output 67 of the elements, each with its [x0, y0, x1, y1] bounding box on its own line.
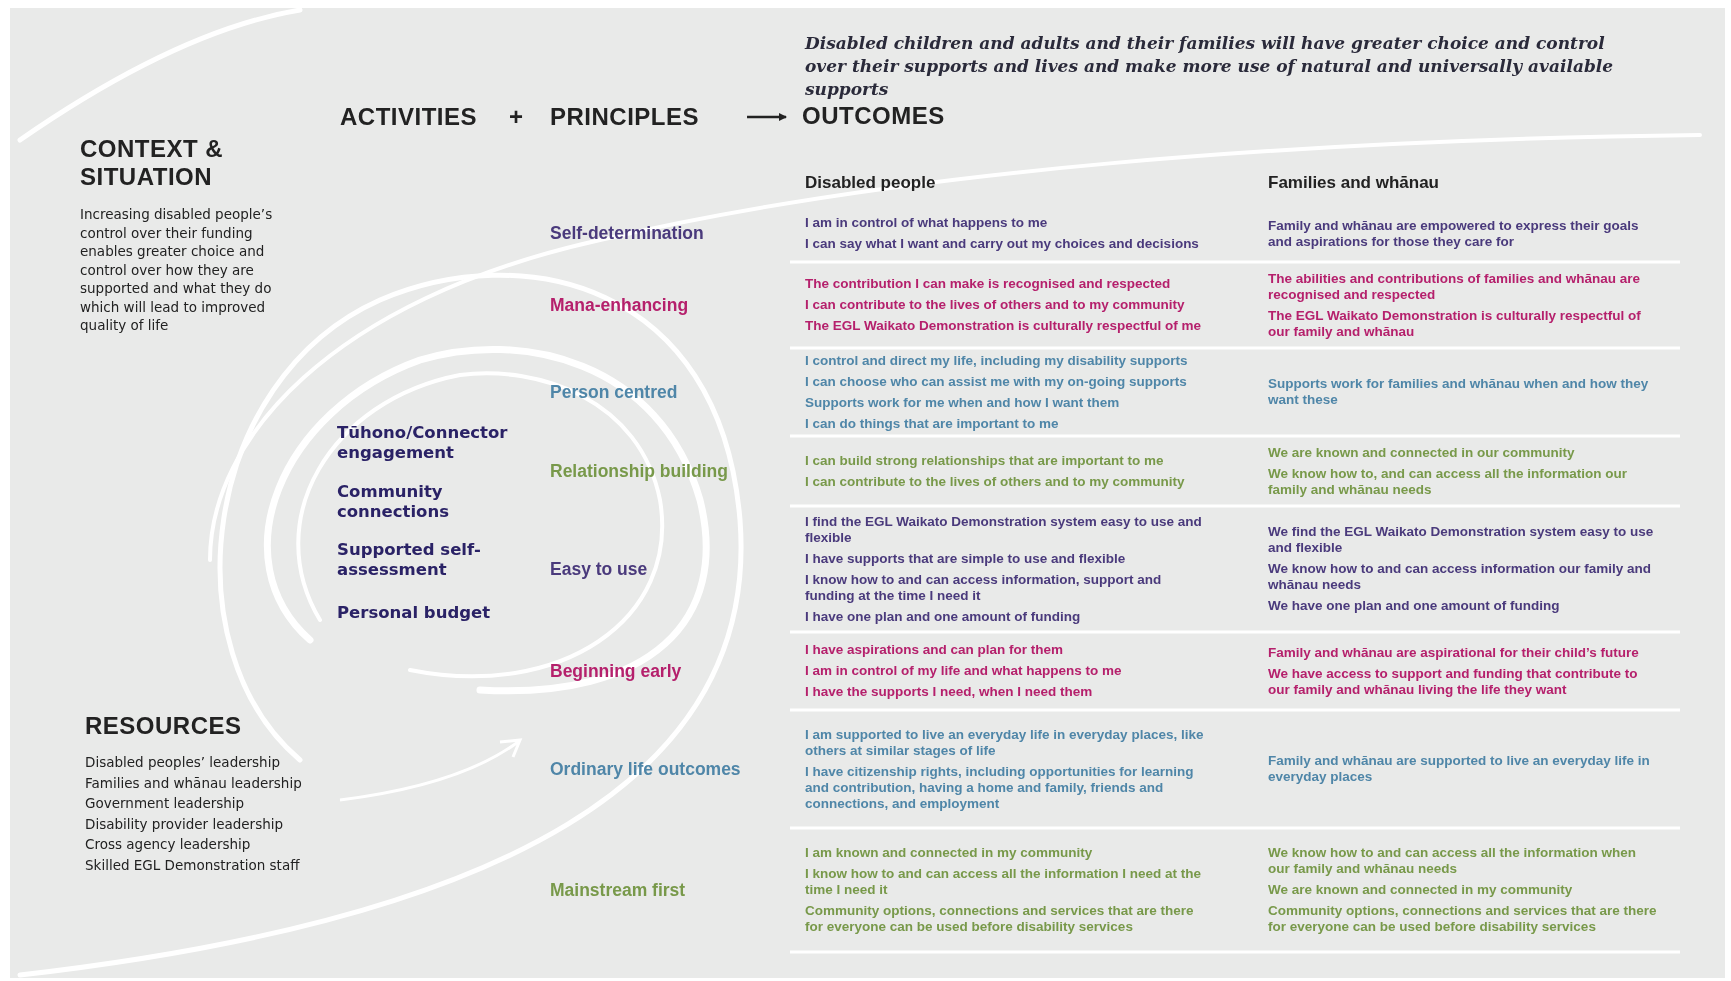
outcome-statement: Supports work for me when and how I want them [805, 394, 1121, 411]
outcome-statement: I have one plan and one amount of funding [805, 608, 1082, 625]
activity-label: Community connections [337, 482, 451, 522]
arrow [747, 113, 787, 121]
outcome-statement: I have supports that are simple to use and flexible [805, 550, 1127, 567]
outcome-statement: The contribution I can make is recognised and respected [805, 276, 1172, 292]
section-heading: CONTEXT & SITUATION [80, 135, 225, 191]
outcome-statement: I know how to and can access information, support and funding at the time I need it [805, 571, 1163, 604]
outcome-statement: Community options, connections and services that are there for everyone can be used before disability services [805, 903, 1195, 935]
principle-label: Beginning early [550, 660, 683, 682]
outcome-statement: I can contribute to the lives of others and to my community [805, 297, 1186, 313]
outcome-statement: We are known and connected in my community [1268, 882, 1574, 898]
outcome-statement: We know how to, and can access all the information our family and whānau needs [1268, 465, 1629, 498]
outcome-statement: I find the EGL Waikato Demonstration system easy to use and flexible [805, 513, 1203, 546]
principle-label: Easy to use [550, 558, 649, 580]
outcome-statement: Community options, connections and services that are there for everyone can be used before disability services [1268, 903, 1658, 935]
outcome-statement: I can build strong relationships that are important to me [805, 452, 1165, 469]
outcome-statement: I can say what I want and carry out my choices and decisions [805, 236, 1200, 252]
resource-item: Cross agency leadership [85, 836, 251, 852]
principle-label: Mainstream first [550, 879, 687, 901]
activity-label: Supported self-assessment [337, 540, 482, 580]
activity-label: Tūhono/Connector engagement [337, 423, 509, 463]
outcome-statement: We know how to and can access all the information when our family and whānau needs [1268, 845, 1638, 877]
principle-label: Mana-enhancing [550, 294, 690, 316]
principle-label: Relationship building [550, 460, 729, 482]
outcome-statement: We are known and connected in our community [1268, 444, 1576, 461]
outcome-statement: We have one plan and one amount of funding [1268, 598, 1561, 614]
column-heading: Disabled people [805, 173, 936, 193]
outcome-statement: We have access to support and funding that contribute to our family and whānau living the life they want [1268, 665, 1639, 698]
outcome-statement: Family and whānau are aspirational for their child’s future [1268, 644, 1640, 661]
resource-item: Families and whānau leadership [85, 774, 302, 791]
outcome-statement: Family and whānau are empowered to express their goals and aspirations for those they care for [1268, 217, 1640, 250]
plus-sign: + [509, 103, 524, 131]
outcome-statement: I am known and connected in my community [805, 845, 1094, 861]
outcome-statement: I have aspirations and can plan for them [805, 642, 1065, 658]
section-heading: RESOURCES [85, 712, 242, 740]
outcome-statement: I am supported to live an everyday life in everyday places, like others at similar stages of life [805, 726, 1205, 759]
outcome-statement: The abilities and contributions of families and whānau are recognised and respected [1268, 270, 1642, 303]
section-heading: ACTIVITIES [340, 103, 477, 131]
headline-text: Disabled children and adults and their families will have greater choice and control over their supports and lives and make more use of natural and universally available supports [805, 32, 1615, 101]
resource-item: Disabled peoples’ leadership [85, 754, 280, 770]
outcome-statement: I can choose who can assist me with my on-going supports [805, 373, 1188, 390]
outcome-statement: The EGL Waikato Demonstration is culturally respectful of me [805, 318, 1203, 334]
outcome-statement: I know how to and can access all the information I need at the time I need it [805, 866, 1203, 898]
outcome-statement: The EGL Waikato Demonstration is culturally respectful of our family and whānau [1268, 307, 1642, 340]
principle-label: Person centred [550, 381, 679, 403]
principle-label: Self-determination [550, 223, 705, 244]
principle-label: Ordinary life outcomes [550, 758, 742, 780]
column-heading: Families and whānau [1268, 173, 1439, 193]
outcome-statement: I can contribute to the lives of others and to my community [805, 473, 1186, 490]
section-heading: PRINCIPLES [550, 103, 700, 131]
outcome-statement: I am in control of what happens to me [805, 215, 1049, 231]
outcome-statement: We know how to and can access information our family and whānau needs [1268, 561, 1653, 593]
context-paragraph: Increasing disabled people’s control over their funding enables greater choice and control over how they are supported and what they do which will lead to improved quality of life [80, 205, 274, 335]
resource-item: Disability provider leadership [85, 815, 284, 832]
activity-label: Personal budget [337, 603, 492, 623]
outcome-statement: I control and direct my life, including my disability supports [805, 352, 1189, 369]
outcome-statement: I have the supports I need, when I need them [805, 684, 1094, 700]
outcome-statement: Supports work for families and whānau when and how they want these [1268, 376, 1650, 408]
resource-item: Government leadership [85, 795, 245, 811]
resource-item: Skilled EGL Demonstration staff [85, 856, 300, 873]
outcome-statement: We find the EGL Waikato Demonstration system easy to use and flexible [1268, 524, 1655, 556]
outcome-statement: I am in control of my life and what happens to me [805, 663, 1123, 679]
section-heading: OUTCOMES [802, 102, 945, 130]
outcome-statement: I have citizenship rights, including opportunities for learning and contribution, having a home and family, friends and connections, and employment [805, 763, 1195, 812]
outcome-statement: I can do things that are important to me [805, 415, 1060, 432]
outcome-statement: Family and whānau are supported to live an everyday life in everyday places [1268, 753, 1651, 785]
